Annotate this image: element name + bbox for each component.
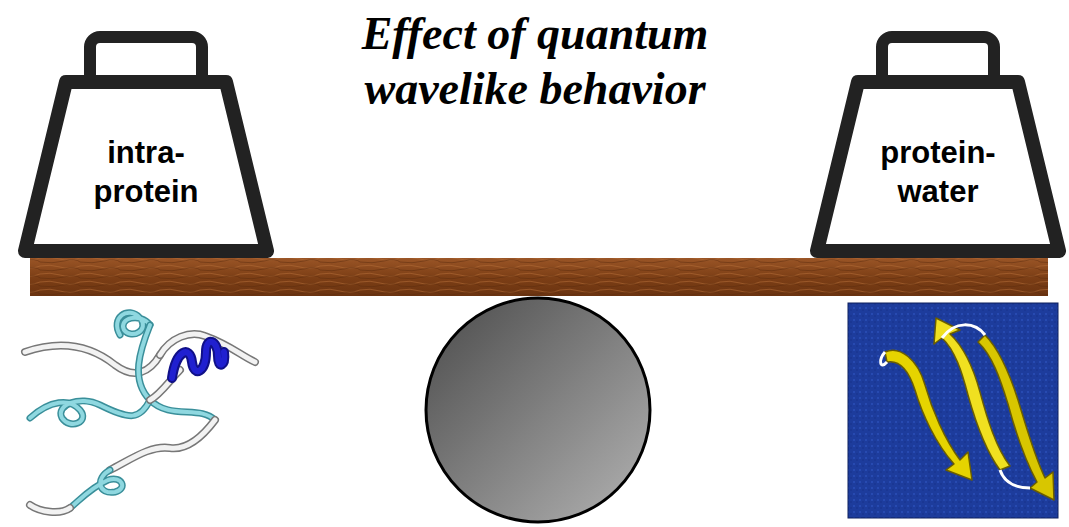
fulcrum [426,298,650,522]
water-box [848,303,1058,518]
weight-label: intra- protein [61,134,231,212]
weight-body [25,82,267,251]
diagram-title: Effect of quantum wavelike behavior [325,6,745,116]
plank-grain [30,258,1048,296]
plank [30,258,1048,296]
disordered-protein [25,313,255,512]
weight-node: intra- protein [18,30,274,260]
weight-node: protein- water [810,30,1066,260]
weight-label: protein- water [853,134,1023,212]
beta-sheet [881,318,1054,500]
weight-body [817,82,1059,251]
alpha-helix [172,342,224,378]
